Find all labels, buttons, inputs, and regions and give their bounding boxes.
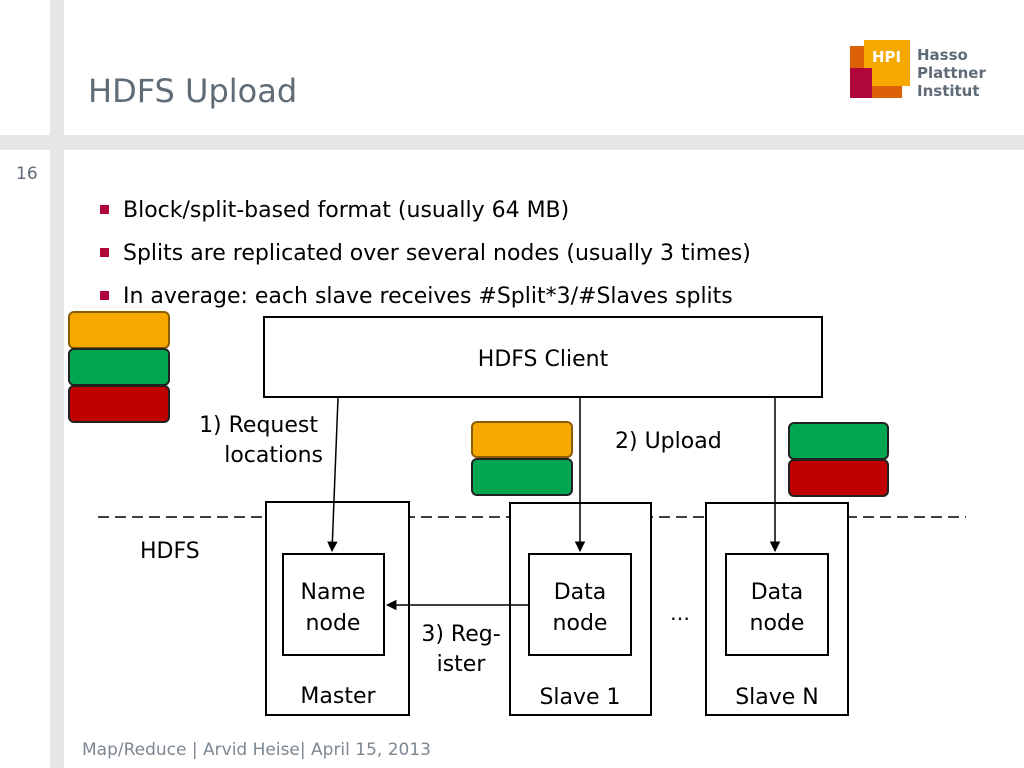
step3-label-line2: ister — [437, 652, 487, 677]
bullet-square-icon — [100, 247, 109, 257]
bullet-text: Splits are replicated over several nodes… — [123, 241, 751, 266]
logo-badge: HPI — [872, 48, 901, 66]
request-arrow — [327, 397, 339, 553]
logo-line-3: Institut — [917, 82, 980, 100]
hdfs-client-label: HDFS Client — [478, 347, 609, 372]
data-node-label-line2: node — [750, 611, 805, 636]
step1-label-line1: 1) Request — [199, 413, 318, 438]
bullet-square-icon — [100, 204, 109, 214]
data-node-label-line2: node — [553, 611, 608, 636]
slide-number: 16 — [16, 164, 38, 184]
slaveN-label: Slave N — [735, 685, 819, 710]
step3-label-line1: 3) Reg- — [421, 622, 500, 647]
bullet-item: Block/split-based format (usually 64 MB) — [100, 196, 751, 239]
slave1-label: Slave 1 — [539, 685, 620, 710]
bullet-square-icon — [100, 290, 109, 300]
name-node-box — [282, 553, 385, 656]
header-divider — [0, 135, 1024, 150]
hdfs-client-box — [263, 316, 823, 398]
logo-line-2: Plattner — [917, 64, 986, 82]
hpi-logo: HPI Hasso Plattner Institut — [850, 40, 986, 100]
slide-footer: Map/Reduce | Arvid Heise| April 15, 2013 — [82, 740, 431, 760]
split-block-green — [471, 458, 573, 496]
bullet-item: In average: each slave receives #Split*3… — [100, 282, 751, 325]
hdfs-label: HDFS — [140, 539, 200, 564]
split-block-green — [68, 348, 170, 386]
bullet-text: Block/split-based format (usually 64 MB) — [123, 198, 570, 223]
bullet-text: In average: each slave receives #Split*3… — [123, 284, 733, 309]
ellipsis-label: … — [670, 601, 690, 625]
split-block-red — [68, 385, 170, 423]
split-block-green — [788, 422, 889, 460]
bullet-list: Block/split-based format (usually 64 MB)… — [100, 196, 751, 325]
split-block-red — [788, 459, 889, 497]
slide-title: HDFS Upload — [88, 72, 298, 110]
left-margin-bar — [50, 0, 64, 768]
split-block-orange — [471, 421, 573, 458]
split-block-orange — [68, 311, 170, 349]
step1-label-line2: locations — [224, 443, 323, 468]
data-node-label-line1: Data — [554, 580, 607, 605]
data-node-box — [725, 553, 829, 656]
bullet-item: Splits are replicated over several nodes… — [100, 239, 751, 282]
name-node-label-line2: node — [306, 611, 361, 636]
step2-label: 2) Upload — [615, 429, 722, 454]
logo-line-1: Hasso — [917, 46, 968, 64]
data-node-label-line1: Data — [751, 580, 804, 605]
master-label: Master — [300, 684, 376, 709]
name-node-label-line1: Name — [301, 580, 366, 605]
data-node-box — [528, 553, 632, 656]
